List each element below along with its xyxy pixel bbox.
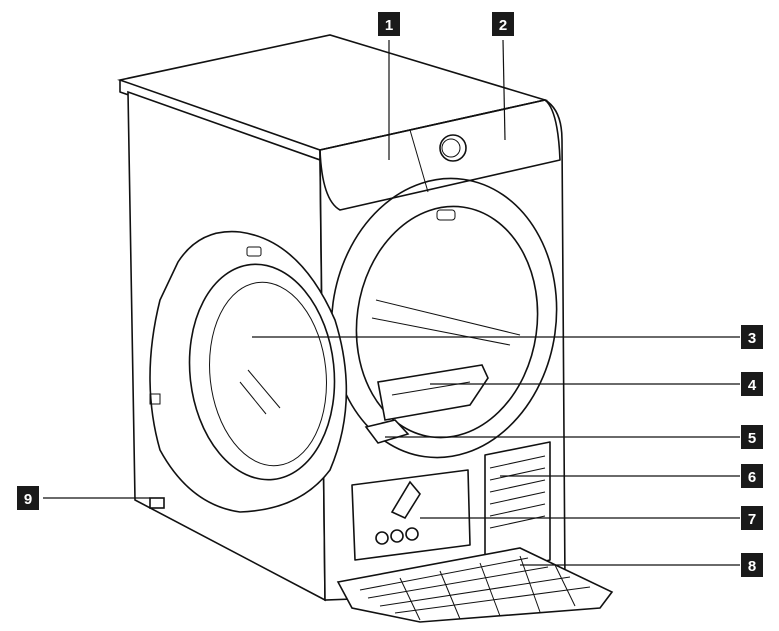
callout-1: 1 [378, 12, 400, 36]
condenser-knob-3 [405, 527, 419, 541]
drum-interior-line-2 [371, 317, 511, 346]
callout-6-label: 6 [748, 469, 756, 486]
callout-8: 8 [741, 553, 763, 577]
door-glass [188, 263, 336, 481]
condenser-lever [390, 480, 421, 520]
access-flap-grid [359, 555, 591, 621]
callout-9-label: 9 [24, 491, 32, 508]
dryer-illustration [117, 34, 614, 623]
glass-reflection-2 [239, 381, 267, 415]
adjustable-foot [149, 497, 165, 509]
drum-interior-line [375, 299, 521, 336]
callout-7-label: 7 [748, 511, 756, 528]
leader-lines [43, 39, 740, 566]
filter [377, 364, 489, 421]
container-handle [364, 419, 410, 444]
callout-5-label: 5 [748, 430, 756, 447]
callout-3-label: 3 [748, 330, 756, 347]
drum-outer-ring [330, 177, 558, 459]
callout-2: 2 [492, 12, 514, 36]
callout-4-label: 4 [748, 377, 757, 394]
callout-1-label: 1 [385, 17, 393, 34]
condenser-knob-2 [390, 529, 404, 543]
program-knob-inner [441, 138, 461, 158]
leader-2 [502, 39, 506, 141]
cabinet-front-panel [319, 99, 566, 601]
drum-light [436, 209, 456, 221]
callout-2-label: 2 [499, 17, 507, 34]
access-flap [336, 547, 614, 623]
door-frame [149, 230, 348, 513]
callout-6: 6 [741, 464, 763, 488]
condenser-knob-1 [375, 531, 389, 545]
program-knob [439, 134, 467, 162]
condenser-cover [351, 469, 471, 561]
callout-5: 5 [741, 425, 763, 449]
callout-9: 9 [17, 486, 39, 510]
glass-reflection-1 [247, 369, 281, 409]
callout-4: 4 [741, 372, 763, 396]
door-latch [246, 246, 262, 257]
callout-8-label: 8 [748, 558, 756, 575]
control-panel [319, 99, 561, 211]
air-vents [484, 441, 551, 576]
door-glass-inner [209, 281, 327, 467]
door-hinge-mark [149, 393, 161, 405]
callout-7: 7 [741, 506, 763, 530]
callout-3: 3 [741, 325, 763, 349]
